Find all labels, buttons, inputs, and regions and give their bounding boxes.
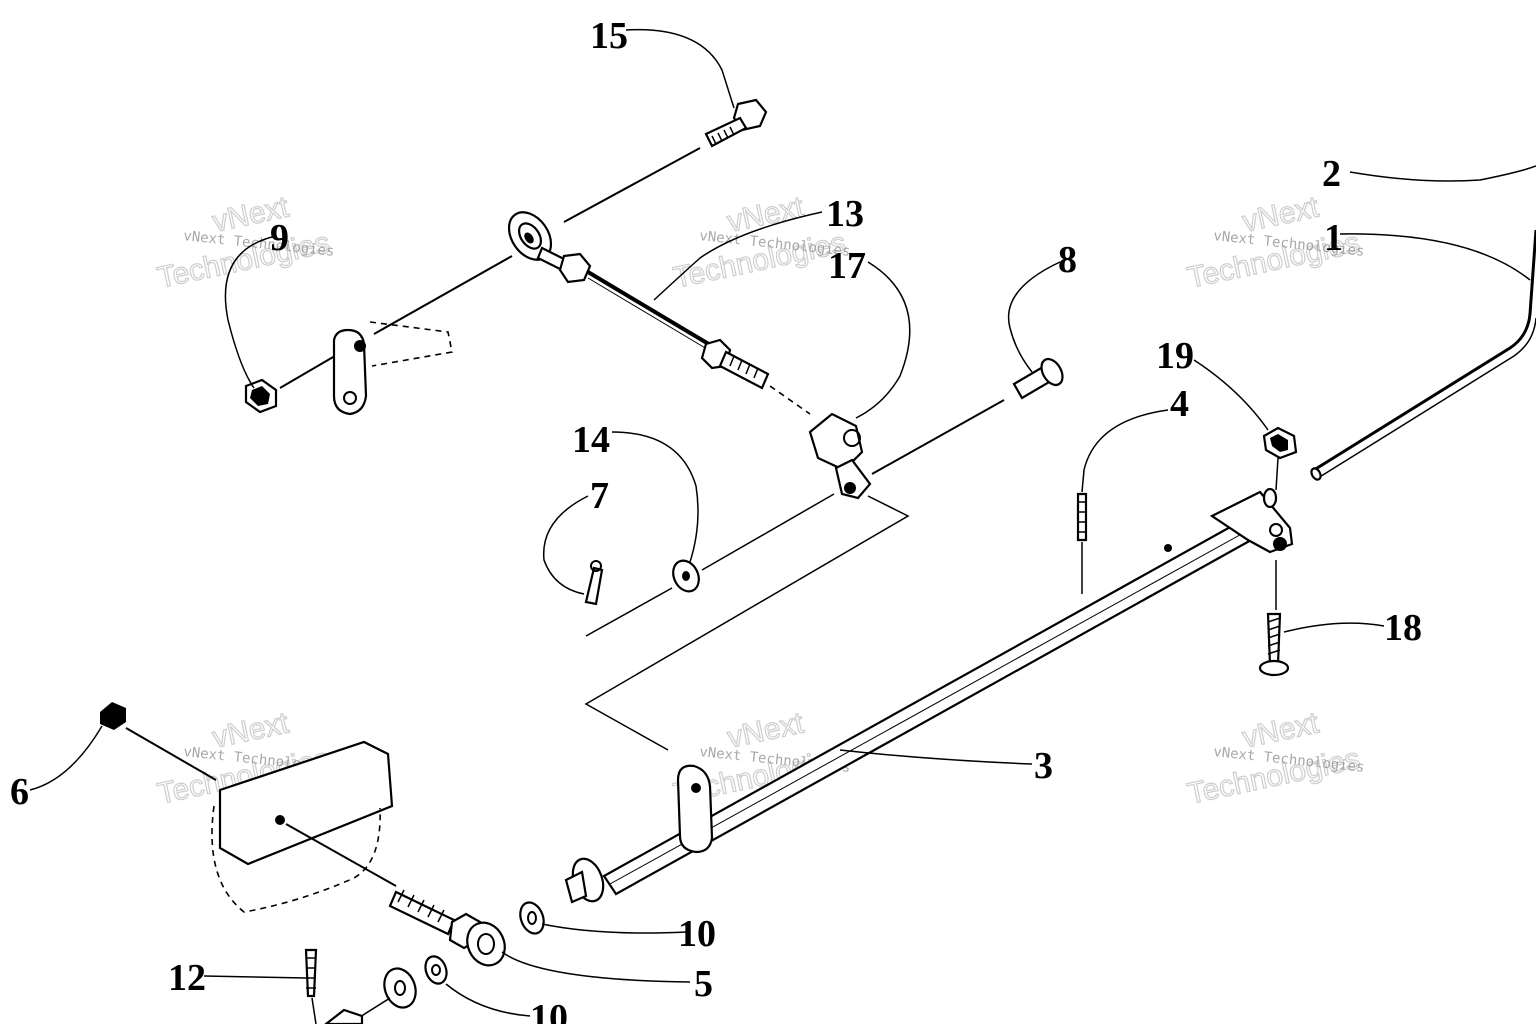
part-nut-9	[244, 378, 278, 414]
part-shaft-end	[564, 857, 605, 904]
callout-10-upper: 10	[678, 913, 716, 955]
axis-line-9b	[373, 255, 513, 335]
callout-4: 4	[1170, 383, 1189, 425]
axis-line-12	[311, 997, 317, 1024]
part-bottom-bracket	[324, 1008, 364, 1024]
axis-line-8	[871, 399, 1005, 475]
part-rod-end-13	[507, 211, 770, 390]
callout-12: 12	[168, 957, 206, 999]
part-shaft-plate	[676, 764, 714, 854]
part-bolt-15	[704, 98, 768, 148]
part-shaft-arm	[1209, 487, 1294, 554]
part-lever-arm	[332, 321, 453, 416]
axis-line-15	[563, 147, 701, 223]
callout-10-lower: 10	[530, 997, 568, 1024]
part-nut-19	[1262, 426, 1298, 460]
part-washer-10b	[424, 955, 448, 985]
part-cable-1	[1310, 229, 1536, 481]
axis-line-14	[701, 493, 835, 571]
callout-18: 18	[1384, 607, 1422, 649]
part-rod-end-5	[388, 889, 506, 967]
axis-line-6	[125, 727, 217, 781]
axis-line-19	[1275, 457, 1279, 491]
axis-line-17	[769, 385, 811, 415]
part-screw-18	[1258, 612, 1290, 677]
part-nut-6	[100, 702, 126, 730]
callout-19: 19	[1156, 335, 1194, 377]
part-cotter-pin-7	[584, 560, 604, 606]
axis-line-5	[285, 823, 397, 887]
axis-line-7	[585, 587, 673, 637]
part-pin-8	[1012, 357, 1064, 400]
watermark-top-left: vNext Technologies vNext Technologies	[154, 190, 335, 296]
assembly-bracket-line	[584, 495, 910, 751]
part-washer-10a	[519, 901, 545, 935]
callout-6: 6	[10, 771, 29, 813]
leader-lines	[29, 28, 1536, 1017]
watermark-bottom-right: vNext Technologies vNext Technologies	[1184, 706, 1365, 812]
callout-3: 3	[1034, 745, 1053, 787]
callout-15: 15	[590, 15, 628, 57]
part-pin-12	[304, 948, 318, 998]
callout-1: 1	[1324, 217, 1343, 259]
callout-5: 5	[694, 963, 713, 1005]
callout-9: 9	[270, 217, 289, 259]
part-mounting-bracket	[211, 740, 394, 913]
callout-13: 13	[826, 193, 864, 235]
callout-17: 17	[828, 245, 866, 287]
part-washer-14	[672, 559, 700, 593]
callout-7: 7	[590, 475, 609, 517]
watermark-top-center: vNext Technologies vNext Technologies	[670, 190, 851, 296]
callout-8: 8	[1058, 239, 1077, 281]
callout-labels: 15 2 9 13 17 1 8 19 4 14 7 18 3 6 10 5 1…	[10, 15, 1422, 1024]
callout-2: 2	[1322, 153, 1341, 195]
part-roll-pin-4	[1076, 492, 1088, 542]
part-washer-bottom	[383, 967, 417, 1009]
part-clevis-17	[808, 412, 872, 500]
callout-14: 14	[572, 419, 610, 461]
